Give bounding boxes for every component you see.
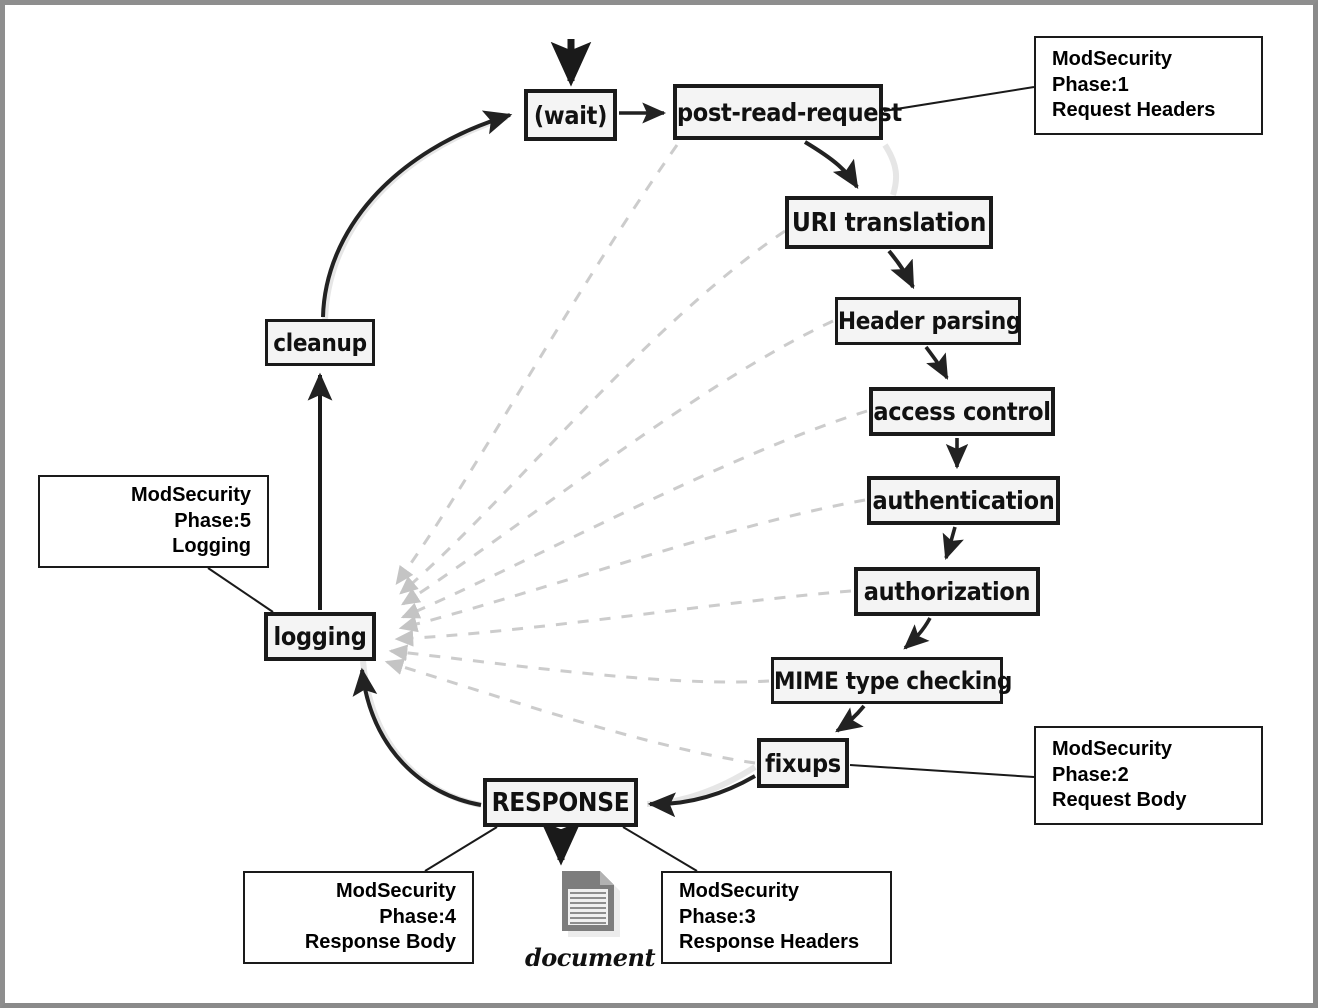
node-response-label: RESPONSE	[487, 789, 634, 816]
callout-phase-2-line-2: Request Body	[1052, 789, 1187, 812]
node-mime-type-checking-label: MIME type checking	[774, 666, 1013, 695]
node-uri-translation-label: URI translation	[789, 209, 989, 236]
edge-response-to-logging	[352, 667, 482, 807]
dashed-edge-authn-to-logging	[398, 498, 866, 633]
edge-fixups-to-response	[647, 774, 757, 818]
node-cleanup-label: cleanup	[268, 330, 372, 355]
edge-uri-to-header	[887, 249, 915, 290]
node-wait[interactable]: (wait)	[524, 89, 617, 141]
node-access-control[interactable]: access control	[869, 387, 1055, 436]
edge-post-read-to-uri	[803, 140, 859, 190]
callout-modsecurity-phase-2: ModSecurity Phase:2 Request Body	[1034, 726, 1263, 825]
callout-phase-4-line-2: Response Body	[304, 931, 456, 954]
node-cleanup[interactable]: cleanup	[265, 319, 375, 366]
edge-authn-to-authz	[942, 526, 964, 561]
leader-phase1	[883, 86, 1035, 112]
node-logging[interactable]: logging	[264, 612, 376, 661]
callout-phase-5-line-2: Logging	[172, 535, 251, 558]
edge-mime-to-fixups	[835, 704, 866, 733]
leader-phase2	[849, 764, 1035, 778]
callout-phase-5-line-1: ModSecurity Phase:5	[130, 484, 251, 532]
document-label: document	[525, 943, 656, 972]
node-wait-label: (wait)	[528, 102, 613, 128]
node-authorization[interactable]: authorization	[854, 567, 1040, 616]
leader-phase3	[622, 826, 698, 872]
node-fixups[interactable]: fixups	[757, 738, 849, 788]
dashed-edge-access-to-logging	[400, 409, 868, 619]
node-logging-label: logging	[268, 624, 372, 649]
node-authentication[interactable]: authentication	[867, 476, 1060, 525]
node-header-parsing-label: Header parsing	[838, 307, 1022, 335]
dashed-edge-authz-to-logging	[394, 589, 852, 647]
callout-phase-1-line-1: ModSecurity Phase:1	[1052, 48, 1173, 96]
callout-modsecurity-phase-1: ModSecurity Phase:1 Request Headers	[1034, 36, 1263, 135]
node-post-read-request-label: post-read-request	[677, 97, 902, 127]
edge-header-to-access	[924, 345, 949, 380]
leader-phase4	[424, 826, 498, 872]
node-authentication-label: authentication	[871, 486, 1056, 515]
callout-phase-4-line-1: ModSecurity Phase:4	[335, 880, 456, 928]
callout-phase-3-line-2: Response Headers	[679, 931, 860, 954]
edge-cleanup-to-wait	[321, 110, 513, 318]
dashed-edge-post-read-to-logging	[395, 144, 679, 585]
edge-authz-to-mime	[903, 617, 932, 650]
node-post-read-request[interactable]: post-read-request	[673, 84, 902, 140]
node-fixups-label: fixups	[761, 750, 845, 776]
node-access-control-label: access control	[873, 397, 1051, 426]
callout-modsecurity-phase-3: ModSecurity Phase:3 Response Headers	[661, 871, 892, 964]
callout-phase-2-line-1: ModSecurity Phase:2	[1052, 738, 1173, 786]
callout-phase-3-line-1: ModSecurity Phase:3	[679, 880, 800, 928]
callout-modsecurity-phase-5: ModSecurity Phase:5 Logging	[38, 475, 269, 568]
document-node: document	[525, 867, 656, 972]
node-uri-translation[interactable]: URI translation	[785, 196, 993, 249]
node-mime-type-checking[interactable]: MIME type checking	[771, 657, 1013, 704]
dashed-edge-uri-to-logging	[399, 229, 786, 595]
dashed-edge-header-to-logging	[400, 319, 834, 606]
node-authorization-label: authorization	[858, 579, 1036, 604]
leader-phase5	[207, 567, 274, 613]
callout-phase-1-line-2: Request Headers	[1052, 99, 1216, 122]
callout-modsecurity-phase-4: ModSecurity Phase:4 Response Body	[243, 871, 474, 964]
node-header-parsing[interactable]: Header parsing	[835, 297, 1021, 345]
dashed-edge-fixups-to-logging	[384, 658, 756, 765]
node-response[interactable]: RESPONSE	[483, 778, 638, 827]
dashed-edge-mime-to-logging	[388, 644, 770, 684]
document-icon	[562, 871, 621, 937]
